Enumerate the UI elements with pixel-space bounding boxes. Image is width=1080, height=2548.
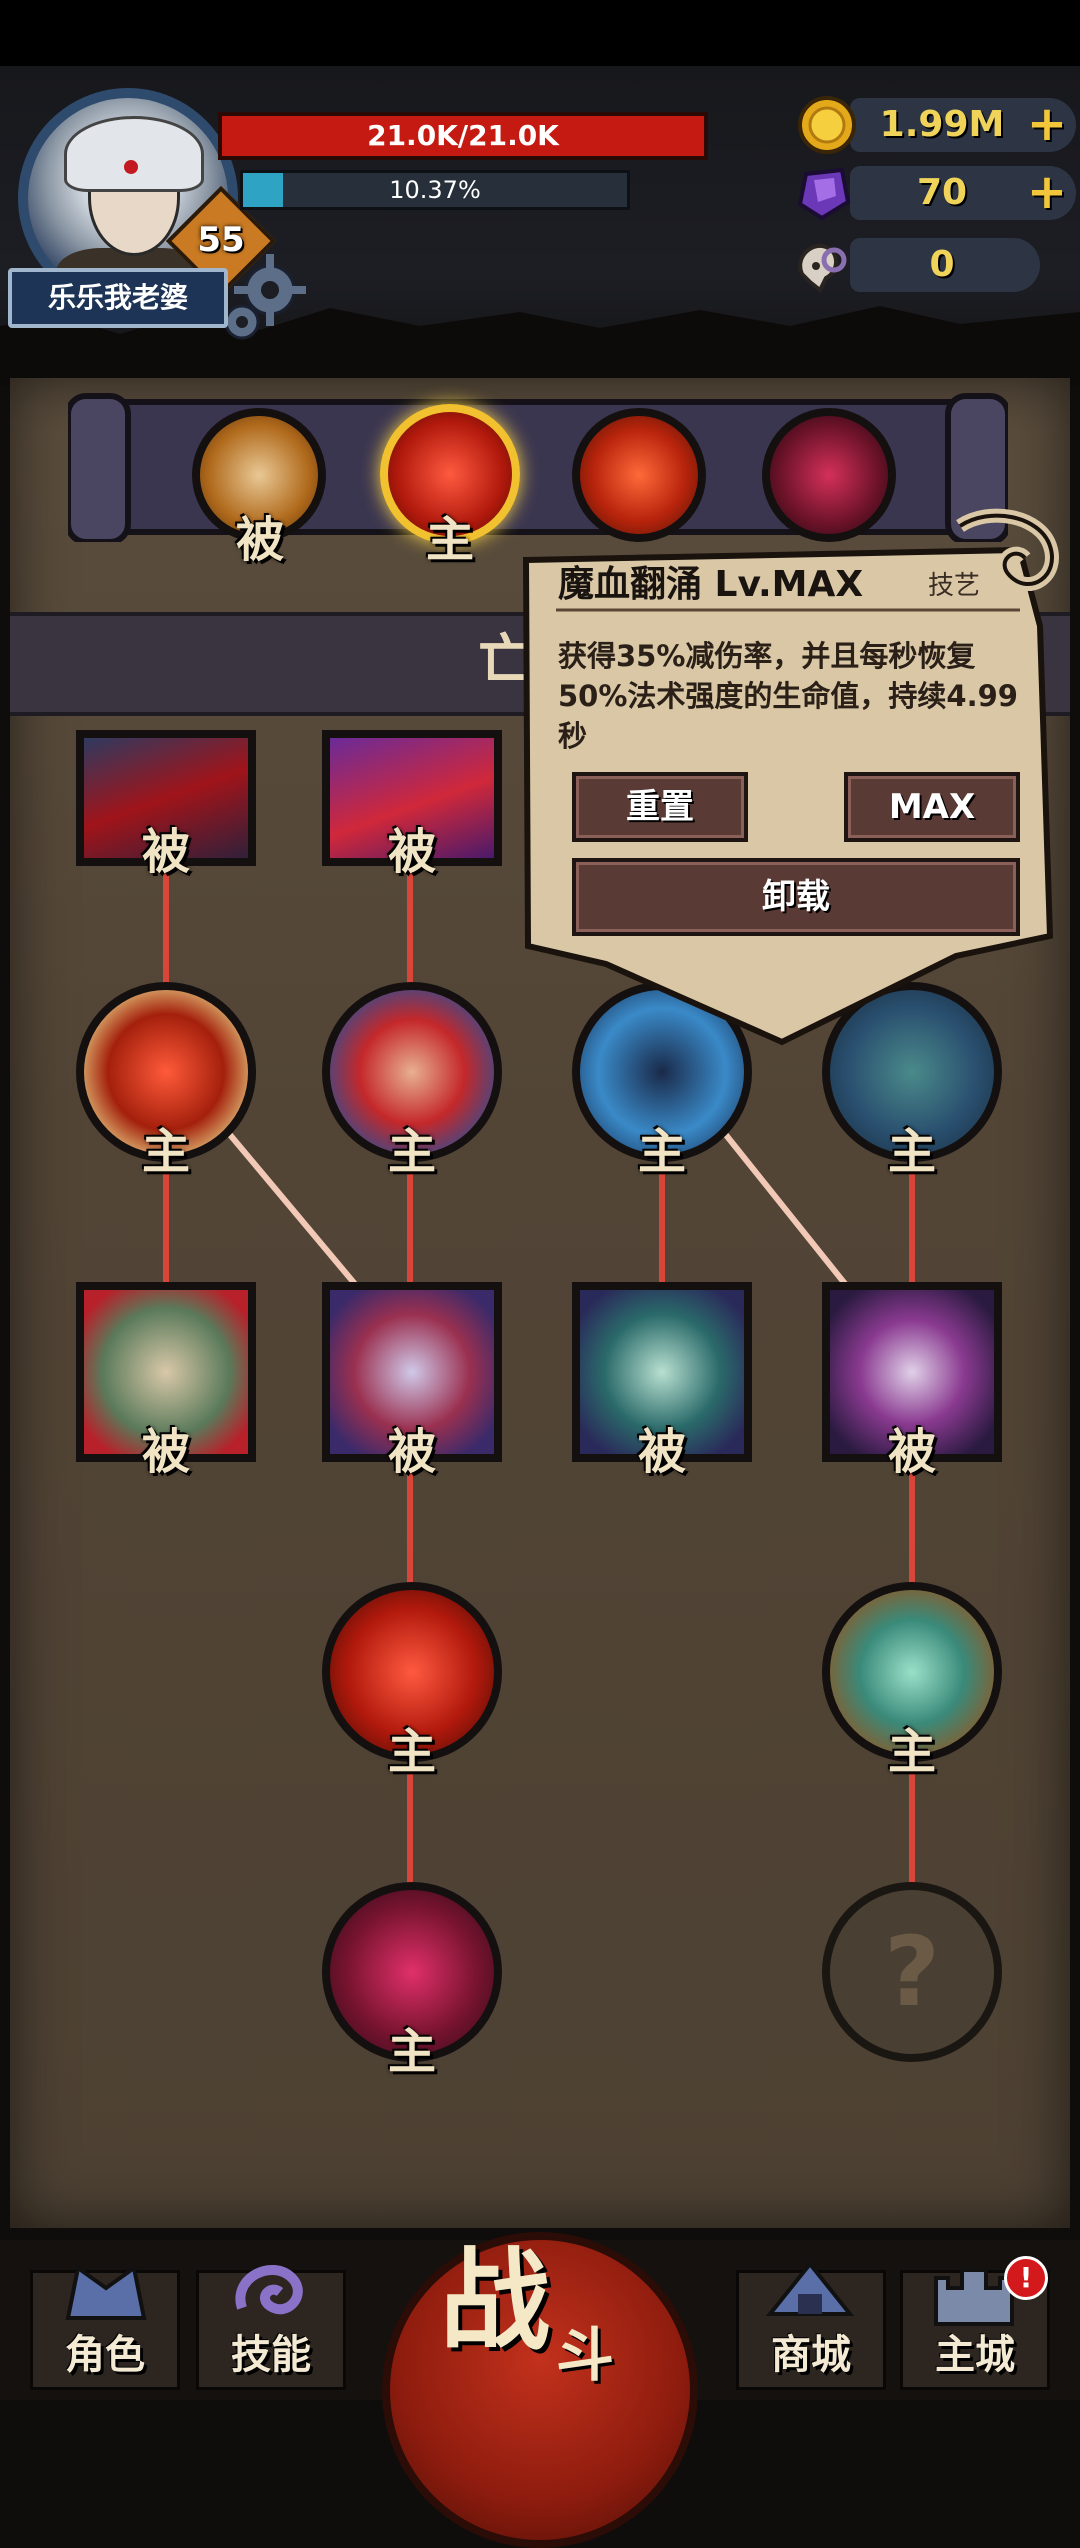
ram-skull-icon bbox=[798, 244, 847, 294]
skull-counter bbox=[850, 238, 1040, 292]
add-gem-button[interactable]: + bbox=[1026, 164, 1068, 220]
skill-node-r4-1[interactable] bbox=[322, 1582, 502, 1762]
skill-node-r3-3[interactable] bbox=[572, 1282, 752, 1462]
nav-skills-label: 技能 bbox=[231, 2332, 311, 2378]
xp-bar-fill bbox=[243, 173, 283, 207]
gold-counter bbox=[850, 98, 1076, 152]
skill-node-r3-2-tag: 被 bbox=[387, 1424, 436, 1480]
popup-skill-type: 技艺 bbox=[928, 571, 981, 601]
skill-node-r1-2-tag: 被 bbox=[387, 824, 436, 880]
header-ridge-decoration bbox=[0, 306, 1080, 386]
skill-node-r3-1[interactable] bbox=[76, 1282, 256, 1462]
xp-percent: 10.37% bbox=[389, 176, 481, 204]
skill-node-r3-3-tag: 被 bbox=[637, 1424, 686, 1480]
equipped-slot-1[interactable] bbox=[192, 408, 326, 542]
equipped-slot-2-selected[interactable] bbox=[380, 404, 520, 544]
shop-tent-icon bbox=[765, 2260, 855, 2316]
skull-amount: 0 bbox=[929, 244, 955, 285]
unload-button[interactable]: 卸载 bbox=[572, 858, 1020, 936]
popup-skill-title: 魔血翻涌 Lv.MAX bbox=[558, 564, 864, 605]
player-level: 55 bbox=[197, 220, 245, 260]
main-city-alert-badge: ! bbox=[1004, 2256, 1048, 2300]
xp-bar: 10.37% bbox=[240, 170, 630, 210]
popup-skill-description: 获得35%减伤率，并且每秒恢复50%法术强度的生命值，持续4.99秒 bbox=[558, 639, 1018, 753]
battle-label-sub: 斗 bbox=[556, 2321, 615, 2389]
battle-label-main: 战 bbox=[440, 2237, 550, 2365]
equipped-slot-3[interactable] bbox=[572, 408, 706, 542]
nav-main-city-label: 主城 bbox=[935, 2332, 1015, 2378]
gem-amount: 70 bbox=[916, 172, 968, 213]
equipped-slot-1-tag: 被 bbox=[235, 512, 284, 568]
skills-swirl-icon bbox=[235, 2264, 303, 2315]
skill-node-r3-2[interactable] bbox=[322, 1282, 502, 1462]
max-button[interactable]: MAX bbox=[844, 772, 1020, 842]
reset-button[interactable]: 重置 bbox=[572, 772, 748, 842]
equipped-slot-2-tag: 主 bbox=[425, 512, 474, 568]
purple-crystal-icon bbox=[797, 167, 851, 221]
settings-gear-icon[interactable] bbox=[212, 250, 308, 346]
skill-node-r2-1[interactable] bbox=[76, 982, 256, 1162]
skill-node-r5-1[interactable] bbox=[322, 1882, 502, 2062]
skill-node-r2-1-tag: 主 bbox=[141, 1124, 190, 1180]
skill-node-r2-3-tag: 主 bbox=[637, 1124, 686, 1180]
skill-node-r4-2[interactable] bbox=[822, 1582, 1002, 1762]
gold-amount: 1.99M bbox=[879, 104, 1005, 145]
status-bar bbox=[0, 0, 1080, 66]
skill-connections bbox=[163, 857, 915, 1893]
gem-counter bbox=[850, 166, 1076, 220]
locked-question-icon: ? bbox=[884, 1916, 940, 2028]
skill-node-r3-1-tag: 被 bbox=[141, 1424, 190, 1480]
skill-node-r1-2[interactable] bbox=[322, 730, 502, 866]
skill-node-r3-4[interactable] bbox=[822, 1282, 1002, 1462]
skill-node-r1-1[interactable] bbox=[76, 730, 256, 866]
hp-bar: 21.0K/21.0K bbox=[218, 112, 708, 160]
skill-node-r4-2-tag: 主 bbox=[887, 1724, 936, 1780]
skill-node-r1-1-tag: 被 bbox=[141, 824, 190, 880]
skill-node-r2-4-tag: 主 bbox=[887, 1124, 936, 1180]
gold-coin-icon bbox=[798, 96, 856, 154]
skill-node-r2-2-tag: 主 bbox=[387, 1124, 436, 1180]
nav-role-label: 角色 bbox=[65, 2332, 145, 2378]
skill-node-r3-4-tag: 被 bbox=[887, 1424, 936, 1480]
skill-node-r5-1-tag: 主 bbox=[387, 2024, 436, 2080]
add-gold-button[interactable]: + bbox=[1026, 96, 1068, 152]
role-helmet-icon bbox=[65, 2264, 147, 2320]
skill-node-r2-2[interactable] bbox=[322, 982, 502, 1162]
nav-shop-label: 商城 bbox=[771, 2332, 851, 2378]
equipped-slot-4[interactable] bbox=[762, 408, 896, 542]
player-name: 乐乐我老婆 bbox=[8, 268, 228, 328]
skill-node-r2-4[interactable] bbox=[822, 982, 1002, 1162]
locked-skill-node[interactable] bbox=[822, 1882, 1002, 2062]
skill-node-r4-1-tag: 主 bbox=[387, 1724, 436, 1780]
